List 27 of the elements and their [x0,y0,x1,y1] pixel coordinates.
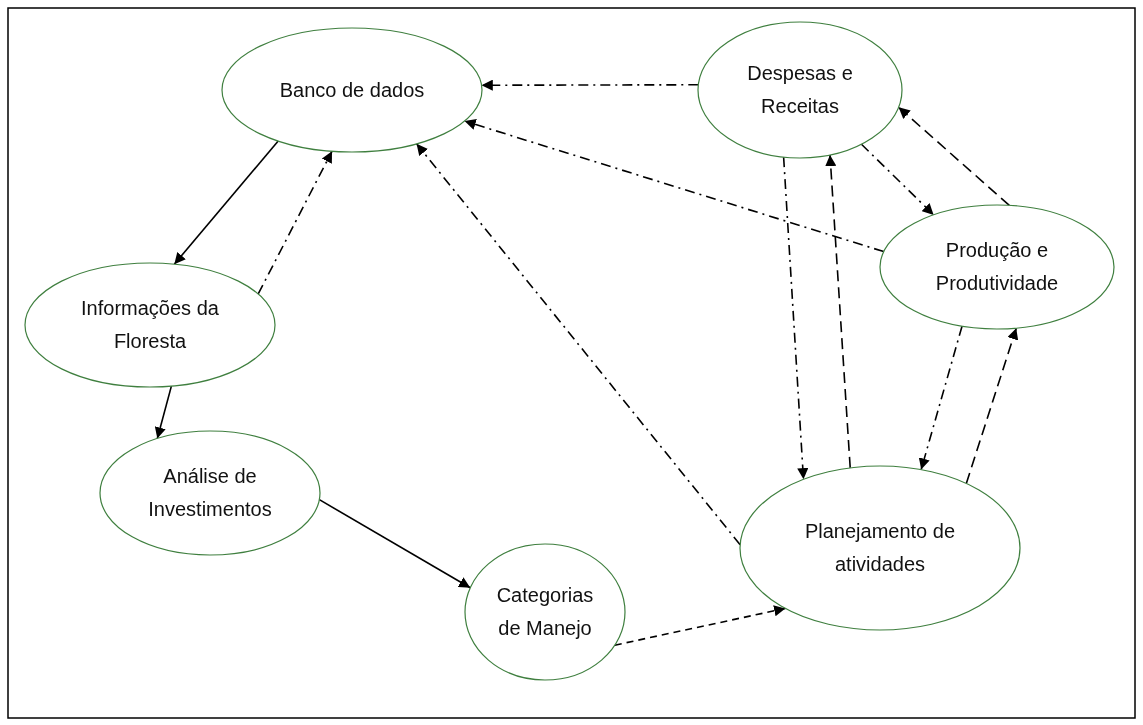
arrow [173,140,279,265]
arrow [257,150,333,295]
arrow [825,154,851,469]
ellipse-node [698,22,902,158]
ellipse-node [740,466,1020,630]
ellipse-node [880,205,1114,329]
ellipse-node [100,431,320,555]
ellipse-node [465,544,625,680]
node-label: Despesas e Receitas [746,61,854,119]
node-label: Análise de Investimentos [147,464,273,522]
arrow [782,156,809,481]
ellipse-node [25,263,275,387]
arrow [318,498,472,589]
ellipse-node [222,28,482,152]
arrow [415,143,741,546]
arrow [154,385,173,440]
arrow [965,327,1019,485]
arrow [897,106,1011,207]
node-label: Categorias de Manejo [495,583,595,641]
arrow [614,605,787,646]
node-label: Banco de dados [279,77,425,103]
arrow [860,143,935,216]
arrow [918,325,963,471]
arrow [463,119,885,253]
node-label: Produção e Produtividade [934,238,1060,296]
node-label: Planejamento de atividades [803,519,957,577]
node-label: Informações da Floresta [80,296,220,354]
